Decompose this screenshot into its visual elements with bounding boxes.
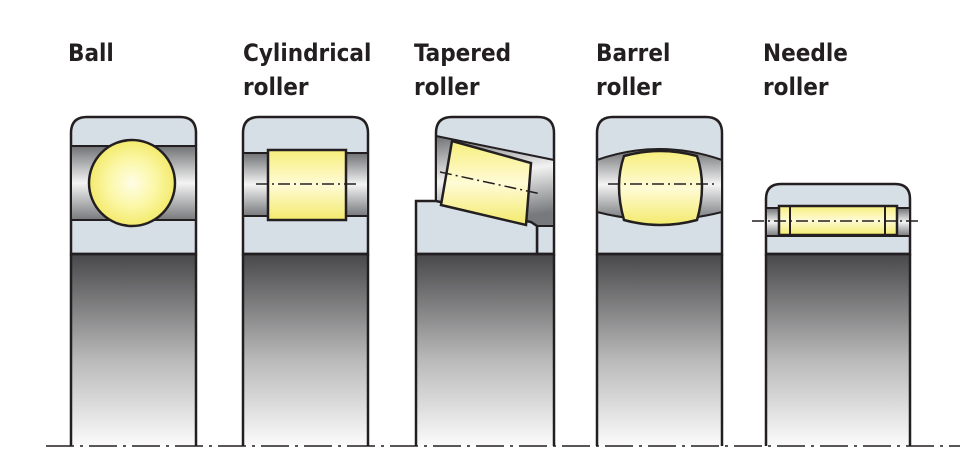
needle-bore-shading (766, 254, 910, 446)
tapered-bore-shading (416, 254, 554, 446)
ball-rolling-element (87, 138, 177, 228)
ball-bearing-section (69, 115, 198, 446)
ball-bore-shading (71, 254, 196, 446)
label-barrel-roller: Barrel roller (596, 39, 671, 101)
label-needle-roller: Needle roller (763, 39, 848, 101)
cylindrical-bearing-section (241, 115, 370, 446)
barrel-bearing-section (595, 115, 724, 446)
label-ball: Ball (68, 39, 114, 67)
needle-bearing-section (752, 182, 920, 446)
label-cylindrical-roller: Cylindrical roller (243, 39, 372, 101)
label-tapered-roller: Tapered roller (414, 39, 512, 101)
tapered-rolling-element (439, 139, 533, 227)
cylindrical-rolling-element (266, 148, 348, 222)
needle-rolling-element (777, 204, 899, 237)
tapered-roller-axis (439, 171, 542, 195)
barrel-bore-shading (597, 254, 722, 446)
barrel-rolling-element (617, 149, 704, 227)
cylindrical-bore-shading (243, 254, 368, 446)
tapered-bearing-section (414, 115, 556, 446)
